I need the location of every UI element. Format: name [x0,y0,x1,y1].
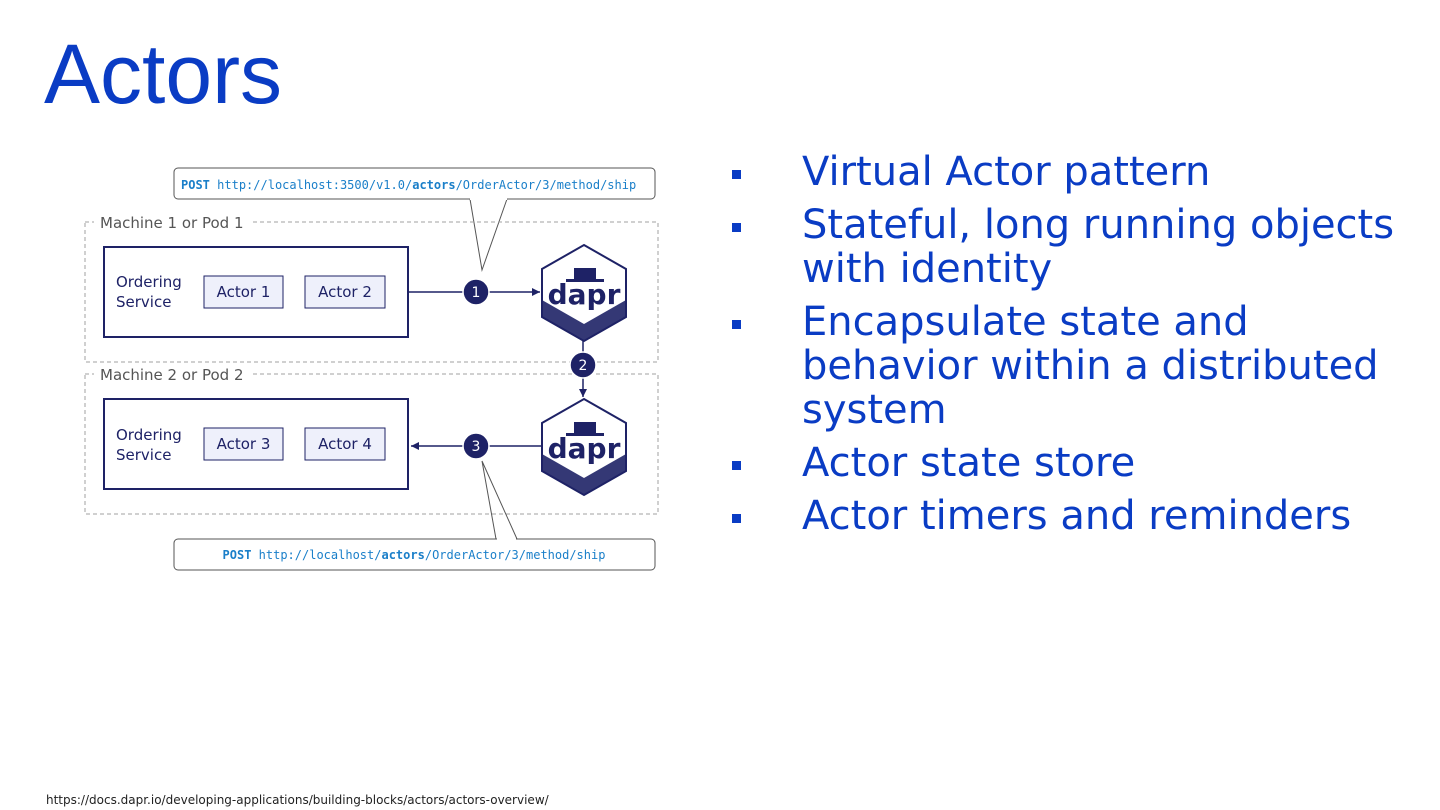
ordering-service-1: Ordering Service Actor 1 Actor 2 [103,246,409,338]
bullet-square-icon [732,514,741,523]
svg-text:2: 2 [579,358,588,374]
step-badge-2: 2 [569,351,597,379]
request-callout-top: POST http://localhost:3500/v1.0/actors/O… [173,167,656,272]
bullet-item: Stateful, long running objects with iden… [728,203,1428,291]
dapr-logo-1: dapr [548,278,621,311]
dapr-sidecar-1: dapr [541,243,627,343]
request-url-prefix: http://localhost:3500/v1.0/ [217,178,412,192]
actor-4-label: Actor 4 [318,435,372,453]
request-method: POST [181,178,210,192]
svg-text:3: 3 [472,439,481,455]
actor-3-label: Actor 3 [217,435,271,453]
slide-title: Actors [44,27,283,121]
request-url-suffix: /OrderActor/3/method/ship [425,548,606,562]
bullet-item: Virtual Actor pattern [728,150,1428,194]
service-2-label-line1: Ordering [116,426,182,444]
bullet-square-icon [732,320,741,329]
bullet-text: Encapsulate state and behavior within a … [802,299,1379,433]
dapr-sidecar-2: dapr [541,397,627,497]
dapr-logo-2: dapr [548,432,621,465]
request-url-actors: actors [412,178,455,192]
svg-text:1: 1 [472,285,481,301]
step-badge-3: 3 [462,432,490,460]
request-callout-bottom: POST http://localhost/actors/OrderActor/… [173,460,656,571]
bullet-text: Virtual Actor pattern [802,149,1211,195]
machine-2-label: Machine 2 or Pod 2 [100,366,244,384]
machine-2-container: Machine 2 or Pod 2 [84,364,659,515]
machine-1-label: Machine 1 or Pod 1 [100,214,244,232]
bullet-square-icon [732,223,741,232]
svg-text:POST http://loca: POST http://localhost/actors/OrderActor/… [223,548,606,562]
actor-2-label: Actor 2 [318,283,372,301]
source-url[interactable]: https://docs.dapr.io/developing-applicat… [46,793,549,807]
bullet-square-icon [732,461,741,470]
bullet-text: Stateful, long running objects with iden… [802,202,1395,292]
actor-1-label: Actor 1 [217,283,271,301]
bullet-item: Actor state store [728,441,1428,485]
bullet-text: Actor timers and reminders [802,493,1352,539]
service-1-label-line1: Ordering [116,273,182,291]
request-url-suffix: /OrderActor/3/method/ship [456,178,637,192]
bullet-item: Encapsulate state and behavior within a … [728,300,1428,432]
ordering-service-2: Ordering Service Actor 3 Actor 4 [103,398,409,490]
request-method: POST [223,548,252,562]
actors-diagram: POST http://localhost:3500/v1.0/actors/O… [84,167,659,571]
step-badge-1: 1 [462,278,490,306]
bullet-item: Actor timers and reminders [728,494,1428,538]
machine-1-container: Machine 1 or Pod 1 [84,212,659,363]
request-url-actors: actors [381,548,424,562]
service-1-label-line2: Service [116,293,171,311]
bullet-list: Virtual Actor pattern Stateful, long run… [728,150,1428,547]
service-2-label-line2: Service [116,446,171,464]
bullet-square-icon [732,170,741,179]
request-url-prefix: http://localhost/ [259,548,382,562]
svg-text:POST http://loca: POST http://localhost:3500/v1.0/actors/O… [181,178,636,192]
bullet-text: Actor state store [802,440,1136,486]
